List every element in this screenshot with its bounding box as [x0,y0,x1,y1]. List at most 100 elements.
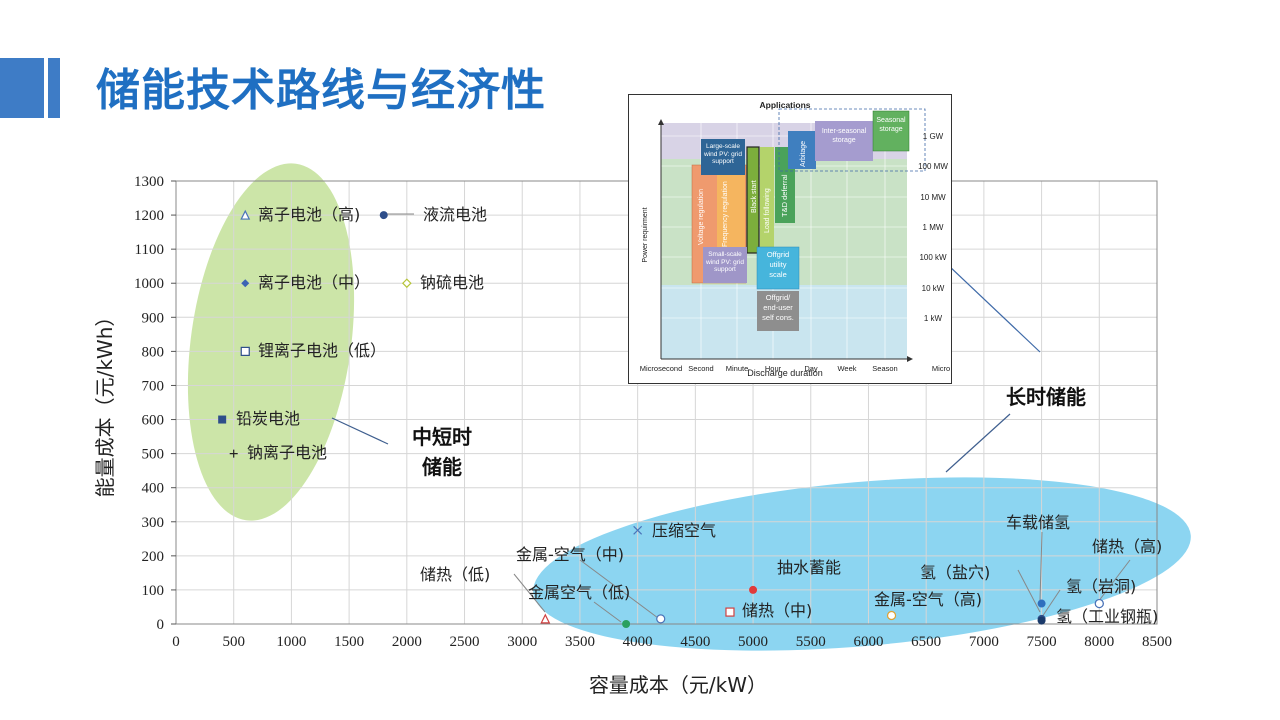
y-tick-label: 1200 [134,208,164,224]
inset-title: Applications [759,100,810,110]
inset-box-labels: Large-scale wind PV: grid support Voltag… [698,117,906,322]
y-tick-label: 600 [142,413,165,429]
inset-box-seasonal: Seasonal storage [876,117,906,133]
point-marker [725,607,735,617]
y-tick-label: 200 [142,549,165,565]
inset-box-load-following: Load following [764,188,771,233]
x-tick-label: 1000 [276,634,306,650]
label-lead-carbon: 铅炭电池 [236,409,300,428]
accent-bar-left [0,58,44,118]
point-marker [622,620,631,628]
inset-y-tick: 10 MW [920,193,946,202]
x-tick-label: 1500 [334,634,364,650]
inset-x-tick: Microsecond [640,364,683,373]
label-flow: 液流电池 [423,205,487,224]
x-tick-label: 7000 [969,634,999,650]
label-li-high: 离子电池（高) [258,205,360,224]
inset-box-td-deferral: T&D deferral [780,174,789,217]
x-tick-label: 8000 [1084,634,1114,650]
point-marker [1094,598,1104,609]
x-tick-label: 2000 [392,634,422,650]
inset-box-voltage: Voltage regulation [698,189,705,245]
label-thermal-low: 储热（低) [420,565,490,584]
group-ellipse-short [187,163,355,521]
label-li-low: 锂离子电池（低） [258,341,386,360]
point-marker [633,525,643,535]
label-metal-air-high: 金属-空气（高) [874,590,982,609]
y-tick-label: 1100 [135,242,164,258]
inset-y-tick: 10 kW [922,284,945,293]
leader-lines [384,213,1131,623]
y-tick-label: 100 [142,583,165,599]
x-tick-label: 2500 [450,634,480,650]
y-tick-label: 1000 [134,276,164,292]
label-sodium-ion: 钠离子电池 [247,443,327,462]
markers [218,209,1104,628]
x-tick-label: 5000 [738,634,768,650]
point-marker [886,610,897,621]
inset-box-small-scale: Small-scale wind PV: grid support [705,251,745,273]
inset-x-tick: Second [688,364,713,373]
label-h2-salt: 氢（盐穴) [920,563,990,582]
inset-y-tick: 100 MW [918,162,948,171]
label-thermal-high: 储热（高) [1092,537,1162,556]
page-title: 储能技术路线与经济性 [96,65,546,116]
point-marker [240,209,251,220]
accent-bar-right [48,58,60,118]
group-label-long: 长时储能 [1006,385,1086,409]
point-marker [401,278,412,289]
point-marker [656,614,666,624]
inset-y-title: Power requirment [642,207,649,262]
x-tick-label: 5500 [796,634,826,650]
inset-x-tick: Micro [932,364,950,373]
y-tick-label: 1300 [134,174,164,190]
x-tick-label: 0 [172,634,180,650]
label-nas: 钠硫电池 [420,273,484,292]
label-caes: 压缩空气 [652,521,716,540]
inset-x-arrow [907,356,913,362]
y-tick-label: 300 [142,515,165,531]
point-marker [749,585,758,594]
x-tick-label: 3500 [565,634,595,650]
label-li-mid: 离子电池（中） [258,273,370,292]
inset-box-offgrid-enduser: Offgrid/ end-user self cons. [762,293,794,322]
inset-x-tick: Hour [765,364,782,373]
label-pumped-hydro: 抽水蓄能 [777,558,841,577]
x-tick-label: 4000 [623,634,653,650]
point-marker [540,613,551,624]
group-label-short-2: 储能 [422,455,462,479]
label-metal-air-mid: 金属-空气（中) [516,545,624,564]
inset-box-black-start: Black start [751,180,758,213]
point-marker [1037,599,1046,608]
inset-y-tick: 1 MW [923,223,944,232]
label-thermal-mid: 储热（中) [742,601,812,620]
label-h2-vehicle: 车载储氢 [1006,513,1070,532]
point-marker [379,211,388,220]
point-marker [240,346,250,356]
point-labels: 离子电池（高) 液流电池 离子电池（中） 钠硫电池 锂离子电池（低） 铅炭电池 … [236,205,1162,626]
inset-dashed-region [778,108,926,172]
inset-box-inter-seasonal: Inter-seasonal storage [821,128,867,144]
inset-boxes [691,108,926,331]
inset-y-arrow [658,119,664,125]
point-marker [241,279,250,288]
group-callout-short [331,417,389,445]
x-tick-label: 7500 [1027,634,1057,650]
y-tick-label: 500 [142,447,165,463]
inset-box-large-scale: Large-scale wind PV: grid support [703,143,743,165]
x-tick-label: 3000 [507,634,537,650]
inset-y-tick: 1 kW [924,314,943,323]
group-ellipse-long [533,477,1191,651]
y-tick-label: 0 [157,617,165,633]
inset-box-offgrid-utility: Offgrid utility scale [766,250,790,279]
inset-x-tick: Season [872,364,897,373]
inset-y-tick: 100 kW [919,253,947,262]
inset-x-tick: Week [837,364,856,373]
y-tick-label: 800 [142,344,165,360]
group-label-short-1: 中短时 [412,425,472,449]
point-marker [1037,616,1046,625]
point-marker [229,449,238,458]
